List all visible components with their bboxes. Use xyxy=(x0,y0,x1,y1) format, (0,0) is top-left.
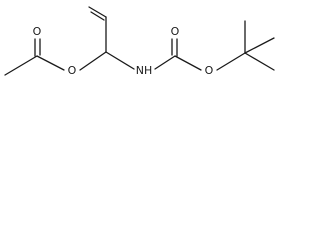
acetyl-carbon-to-ester-oxygen-bond xyxy=(36,55,65,71)
nitrogen-label: NH xyxy=(136,64,153,77)
chiral-to-nitrogen-bond xyxy=(105,51,135,70)
tert-butyl-methyl-down-bond xyxy=(244,52,275,71)
oxygen-to-tert-butyl-bond xyxy=(216,52,246,71)
carbamate-carbonyl-oxygen-label: O xyxy=(171,25,180,38)
acetyl-methyl-bond xyxy=(4,55,38,76)
acetyl-carbonyl-oxygen-label: O xyxy=(33,25,42,38)
tert-butyl-methyl-right-bond xyxy=(244,37,275,54)
carbamate-carbon-to-oxygen-bond xyxy=(174,55,202,71)
nitrogen-to-carbamate-carbon-bond xyxy=(154,55,176,70)
vinyl-double-bond-inner xyxy=(90,11,105,21)
ester-oxygen-to-chiral-bond xyxy=(79,51,107,71)
vinyl-double-bond-outer xyxy=(88,6,107,18)
carbamate-ether-oxygen-label: O xyxy=(205,64,214,77)
chemical-structure-diagram: O O NH O O xyxy=(4,6,275,77)
ester-oxygen-label: O xyxy=(68,64,77,77)
